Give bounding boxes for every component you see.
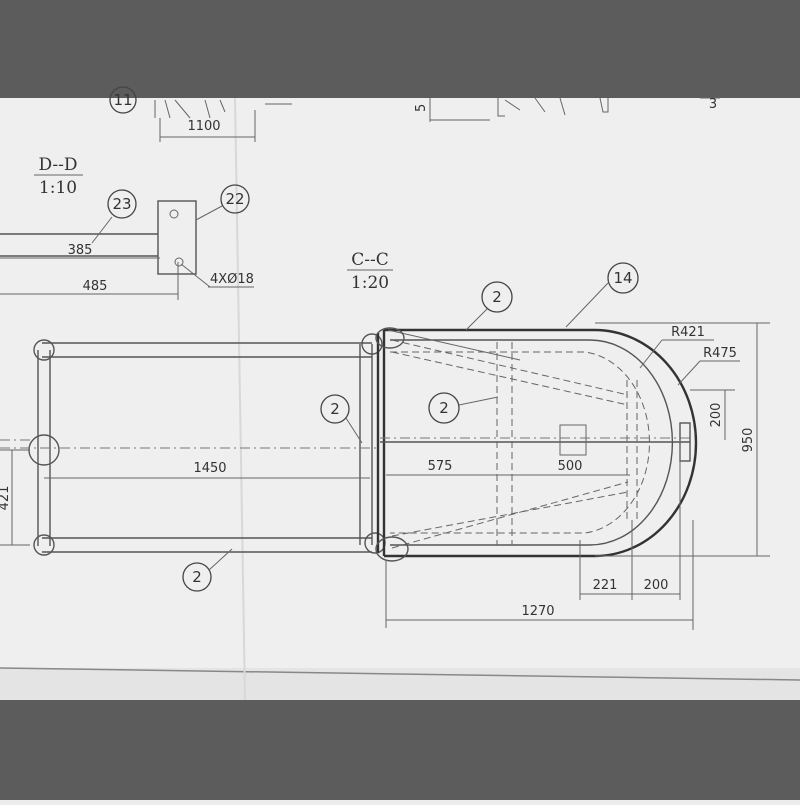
balloon-11-label: 11 bbox=[113, 91, 132, 109]
dim-5-top: 5 bbox=[414, 104, 429, 112]
balloon-22-label: 22 bbox=[225, 190, 244, 208]
section-cc-title: C--C bbox=[351, 250, 389, 270]
plate-hole-bottom bbox=[174, 257, 184, 267]
balloon-2-mid-label: 2 bbox=[439, 399, 449, 417]
dim-385: 385 bbox=[68, 243, 93, 258]
balloon-2-top-label: 2 bbox=[492, 288, 502, 306]
dim-500: 500 bbox=[558, 459, 583, 474]
balloon-2-bottom bbox=[182, 562, 212, 592]
balloon-14 bbox=[607, 262, 639, 294]
dim-1270: 1270 bbox=[521, 604, 554, 619]
balloon-2-bottom-label: 2 bbox=[192, 568, 202, 586]
dim-221: 221 bbox=[593, 578, 618, 593]
dim-r421: R421 bbox=[671, 325, 705, 340]
section-cc-scale: 1:20 bbox=[351, 273, 389, 293]
dim-3-top: 3 bbox=[709, 97, 717, 112]
pipe-end-top-left bbox=[33, 339, 55, 361]
paper-fold-edge bbox=[0, 667, 800, 681]
dim-950: 950 bbox=[741, 428, 756, 453]
plate-hole-top bbox=[169, 209, 179, 219]
balloon-2-left-label: 2 bbox=[330, 400, 340, 418]
corner-joint-bottom bbox=[375, 536, 409, 562]
paper-fold-area bbox=[0, 668, 800, 700]
balloon-2-left bbox=[320, 394, 350, 424]
top-dark-band bbox=[0, 0, 800, 98]
dim-1100: 1100 bbox=[187, 119, 220, 134]
section-dd-scale: 1:10 bbox=[39, 178, 77, 198]
dim-200-horizontal: 200 bbox=[644, 578, 669, 593]
balloon-2-mid bbox=[428, 392, 460, 424]
top-partial-view-left: 11 1100 bbox=[109, 86, 292, 142]
corner-joint-top bbox=[375, 327, 405, 349]
dim-holes: 4XØ18 bbox=[210, 272, 254, 287]
dim-200-vertical: 200 bbox=[709, 403, 724, 428]
dim-421: 421 bbox=[0, 486, 12, 511]
balloon-2-top bbox=[481, 281, 513, 313]
left-frame: 1450 421 2 2 bbox=[0, 333, 386, 592]
bottom-dark-band bbox=[0, 700, 800, 800]
paper-crease bbox=[234, 97, 246, 701]
dim-485: 485 bbox=[83, 279, 108, 294]
center-block bbox=[559, 424, 587, 456]
outer-frame bbox=[382, 328, 698, 558]
balloon-11 bbox=[109, 86, 137, 114]
dim-1450: 1450 bbox=[193, 461, 226, 476]
section-dd: D--D 1:10 23 22 4XØ18 385 485 bbox=[0, 155, 254, 300]
pipe-end-bottom-left bbox=[33, 534, 55, 556]
plate-22 bbox=[157, 200, 197, 275]
balloon-23 bbox=[107, 189, 137, 219]
section-dd-title: D--D bbox=[38, 155, 77, 175]
section-cc: C--C 1:20 14 2 bbox=[347, 250, 770, 630]
dim-r475: R475 bbox=[703, 346, 737, 361]
balloon-23-label: 23 bbox=[112, 195, 131, 213]
balloon-22 bbox=[220, 184, 250, 214]
top-partial-view-right: 5 3 bbox=[414, 97, 720, 122]
dim-575: 575 bbox=[428, 459, 453, 474]
balloon-14-label: 14 bbox=[613, 269, 632, 287]
paper-sheet bbox=[0, 98, 800, 700]
